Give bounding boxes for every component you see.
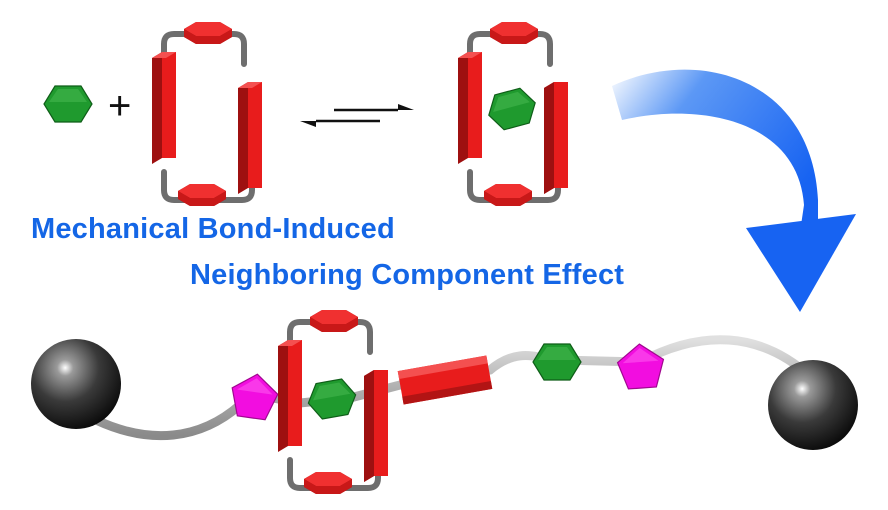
caption-line-2: Neighboring Component Effect xyxy=(190,259,625,291)
curved-blue-arrow-icon xyxy=(612,69,856,312)
equilibrium-arrows-icon xyxy=(300,104,414,127)
empty-macrocycle-host-icon xyxy=(152,22,262,206)
left-stopper-sphere-icon xyxy=(31,339,121,429)
free-guest-hexagon-icon xyxy=(43,85,93,123)
rotaxane-axle xyxy=(91,335,817,441)
axle-green-hexagon-icon xyxy=(532,343,582,381)
rotaxane-bound-guest-hexagon-icon xyxy=(304,376,360,422)
bound-guest-hexagon-icon xyxy=(483,84,541,134)
plus-sign: + xyxy=(108,84,131,128)
caption-line-1: Mechanical Bond-Induced xyxy=(31,213,395,245)
macrocycle-front-plate xyxy=(544,82,568,194)
red-axle-unit-icon xyxy=(397,355,493,405)
rotaxane-macrocycle-front-plate xyxy=(364,370,388,482)
right-stopper-sphere-icon xyxy=(768,360,858,450)
